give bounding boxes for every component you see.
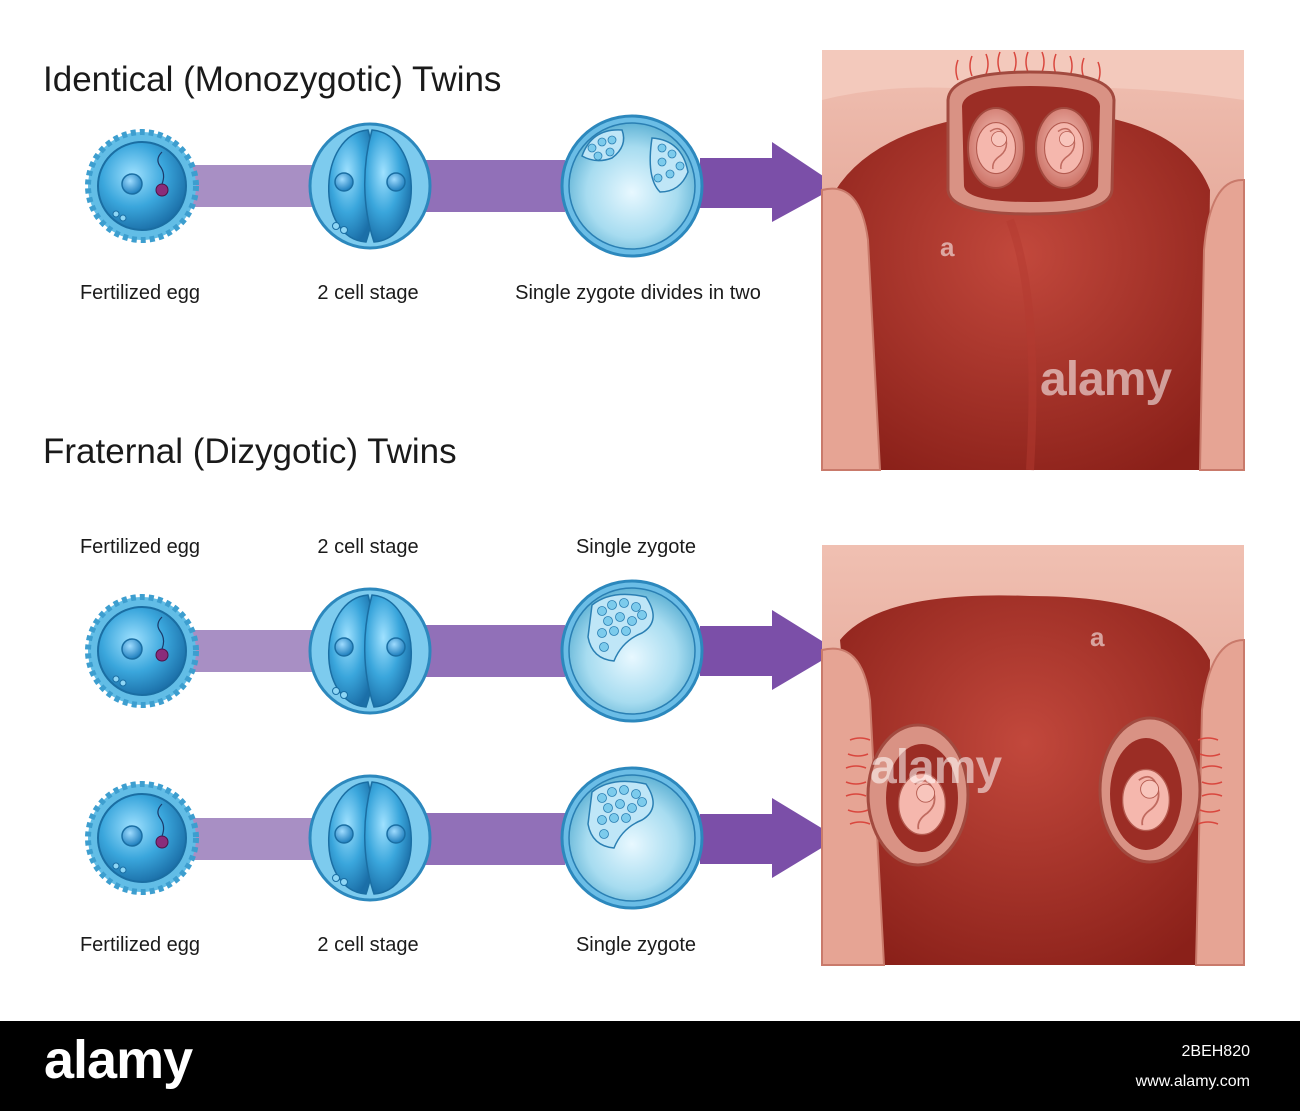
fraternal-top-blastocyst: [560, 579, 704, 723]
fraternal-top-arrow-segment-2: [425, 625, 565, 677]
fraternal-bottom-arrow-head: [700, 798, 838, 878]
identical-label-two-cell: 2 cell stage: [317, 282, 419, 304]
site-url: www.alamy.com: [1135, 1073, 1250, 1090]
identical-fertilized-egg: [88, 132, 196, 240]
identical-two-cell: [308, 122, 432, 250]
alamy-logo: alamy: [44, 1030, 193, 1090]
watermark-letter-fraternal: a: [1090, 622, 1105, 652]
fraternal-top-label-fertilized-egg: Fertilized egg: [79, 536, 201, 558]
fraternal-bottom-blastocyst: [560, 766, 704, 910]
uterus-panel-fraternal: [821, 545, 1245, 966]
uterus-panel-identical: [821, 50, 1245, 471]
fraternal-bottom-label-two-cell: 2 cell stage: [317, 934, 419, 956]
watermark-fraternal: alamy: [870, 741, 1002, 794]
fraternal-bottom-label-single-zygote: Single zygote: [575, 934, 697, 956]
identical-arrow-segment-2: [425, 160, 565, 212]
identical-twins-title: Identical (Monozygotic) Twins: [43, 60, 502, 99]
fraternal-top-two-cell: [308, 587, 432, 715]
fraternal-bottom-two-cell: [308, 774, 432, 902]
identical-blastocyst-split: [560, 114, 704, 258]
fraternal-bottom-label-fertilized-egg: Fertilized egg: [79, 934, 201, 956]
footer-bar: alamy 2BEH820 www.alamy.com: [0, 1021, 1300, 1111]
image-id: 2BEH820: [1181, 1043, 1251, 1060]
fraternal-top-arrow-head: [700, 610, 838, 690]
identical-label-fertilized-egg: Fertilized egg: [79, 282, 201, 304]
fraternal-top-fertilized-egg: [88, 597, 196, 705]
identical-label-zygote-divides: Single zygote divides in two: [515, 282, 761, 304]
identical-arrow-head: [700, 142, 838, 222]
fraternal-top-arrow-segment-1: [190, 630, 325, 672]
fraternal-top-label-single-zygote: Single zygote: [575, 536, 697, 558]
fraternal-bottom-arrow-segment-2: [425, 813, 565, 865]
identical-arrow-segment-1: [190, 165, 325, 207]
fraternal-top-label-two-cell: 2 cell stage: [317, 536, 419, 558]
watermark-identical: alamy: [1040, 353, 1172, 406]
watermark-letter-identical: a: [940, 232, 955, 262]
fraternal-bottom-arrow-segment-1: [190, 818, 325, 860]
twins-diagram-art: [0, 50, 1245, 966]
fraternal-bottom-fertilized-egg: [88, 784, 196, 892]
fraternal-twins-title: Fraternal (Dizygotic) Twins: [43, 432, 457, 471]
